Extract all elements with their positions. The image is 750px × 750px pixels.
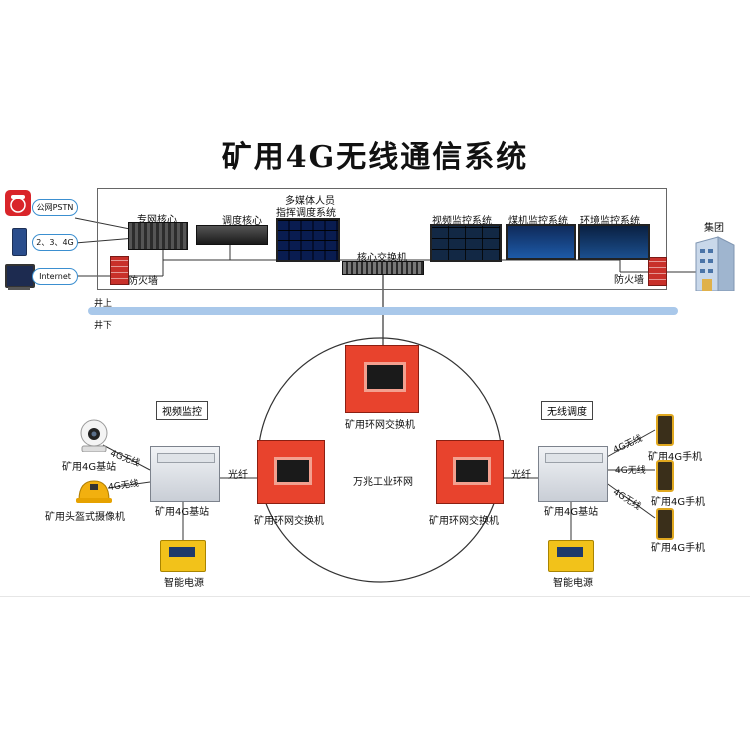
firewall-left-label: 防火墙 — [128, 276, 158, 287]
camera-icon — [78, 418, 110, 452]
ring-switch-top-label: 矿用环网交换机 — [345, 420, 415, 431]
mobile-network-cloud: 2、3、4G — [32, 234, 78, 251]
helmet-camera-label: 矿用头盔式摄像机 — [45, 512, 125, 523]
dispatch-core-server — [196, 225, 268, 245]
ring-center-label: 万兆工业环网 — [353, 477, 413, 488]
phone-2-icon — [656, 460, 674, 492]
multimedia-label-2: 指挥调度系统 — [276, 208, 336, 219]
below-ground-label: 井下 — [94, 321, 113, 331]
above-ground-label: 井上 — [94, 299, 113, 309]
firewall-right-label: 防火墙 — [614, 275, 644, 286]
ring-switch-right-label: 矿用环网交换机 — [429, 516, 499, 527]
left-base-station-label: 矿用4G基站 — [155, 507, 210, 518]
core-network-router — [128, 222, 188, 250]
dispatch-core-label: 调度核心 — [222, 216, 262, 227]
pstn-cloud: 公网PSTN — [32, 199, 78, 216]
bottom-frame-line — [0, 596, 750, 597]
multimedia-label-1: 多媒体人员 — [285, 196, 335, 207]
keyboard-icon — [8, 287, 30, 290]
phone-1-icon — [656, 414, 674, 446]
right-fiber-label: 光纤 — [511, 470, 531, 481]
camera-label: 矿用4G基站 — [62, 462, 117, 473]
left-power-supply — [160, 540, 206, 572]
coal-monitor-screen — [506, 224, 576, 260]
env-system-label: 环境监控系统 — [580, 216, 640, 227]
coal-system-label: 煤机监控系统 — [508, 216, 568, 227]
wireless-dispatch-box: 无线调度 — [541, 401, 593, 420]
right-wireless-link-2: 4G无线 — [615, 466, 646, 476]
group-label: 集团 — [704, 223, 724, 234]
core-network-label: 专网核心 — [137, 215, 177, 226]
right-power-label: 智能电源 — [553, 578, 593, 589]
video-wall-screen — [430, 224, 502, 262]
ground-divider-pipe — [88, 307, 678, 315]
computer-icon — [5, 264, 35, 288]
page-title: 矿用4G无线通信系统 — [221, 140, 529, 175]
mobile-network-label: 2、3、4G — [36, 238, 74, 247]
ring-switch-left-label: 矿用环网交换机 — [254, 516, 324, 527]
right-base-station-label: 矿用4G基站 — [544, 507, 599, 518]
right-power-supply — [548, 540, 594, 572]
phone-2-label: 矿用4G手机 — [651, 497, 706, 508]
multimedia-dispatch-screen — [276, 218, 340, 262]
left-base-station — [150, 446, 220, 502]
building-icon — [694, 233, 736, 291]
video-system-label: 视频监控系统 — [432, 216, 492, 227]
ring-switch-right — [436, 440, 504, 504]
left-fiber-label: 光纤 — [228, 470, 248, 481]
internet-label: Internet — [39, 272, 71, 281]
env-monitor-screen — [578, 224, 650, 260]
surface-network-frame — [97, 188, 667, 290]
firewall-left-icon — [110, 256, 129, 285]
ring-switch-left — [257, 440, 325, 504]
video-monitor-box: 视频监控 — [156, 401, 208, 420]
internet-cloud: Internet — [32, 268, 78, 285]
left-power-label: 智能电源 — [164, 578, 204, 589]
firewall-right-icon — [648, 257, 667, 286]
core-switch-device — [342, 261, 424, 275]
phone-3-label: 矿用4G手机 — [651, 543, 706, 554]
right-base-station — [538, 446, 608, 502]
ring-switch-top — [345, 345, 419, 413]
phone-3-icon — [656, 508, 674, 540]
telephone-icon — [5, 190, 31, 216]
pstn-label: 公网PSTN — [36, 203, 74, 212]
mobile-phone-icon — [12, 228, 27, 256]
core-switch-label: 核心交换机 — [357, 253, 407, 264]
helmet-camera-icon — [76, 478, 112, 504]
phone-1-label: 矿用4G手机 — [648, 452, 703, 463]
